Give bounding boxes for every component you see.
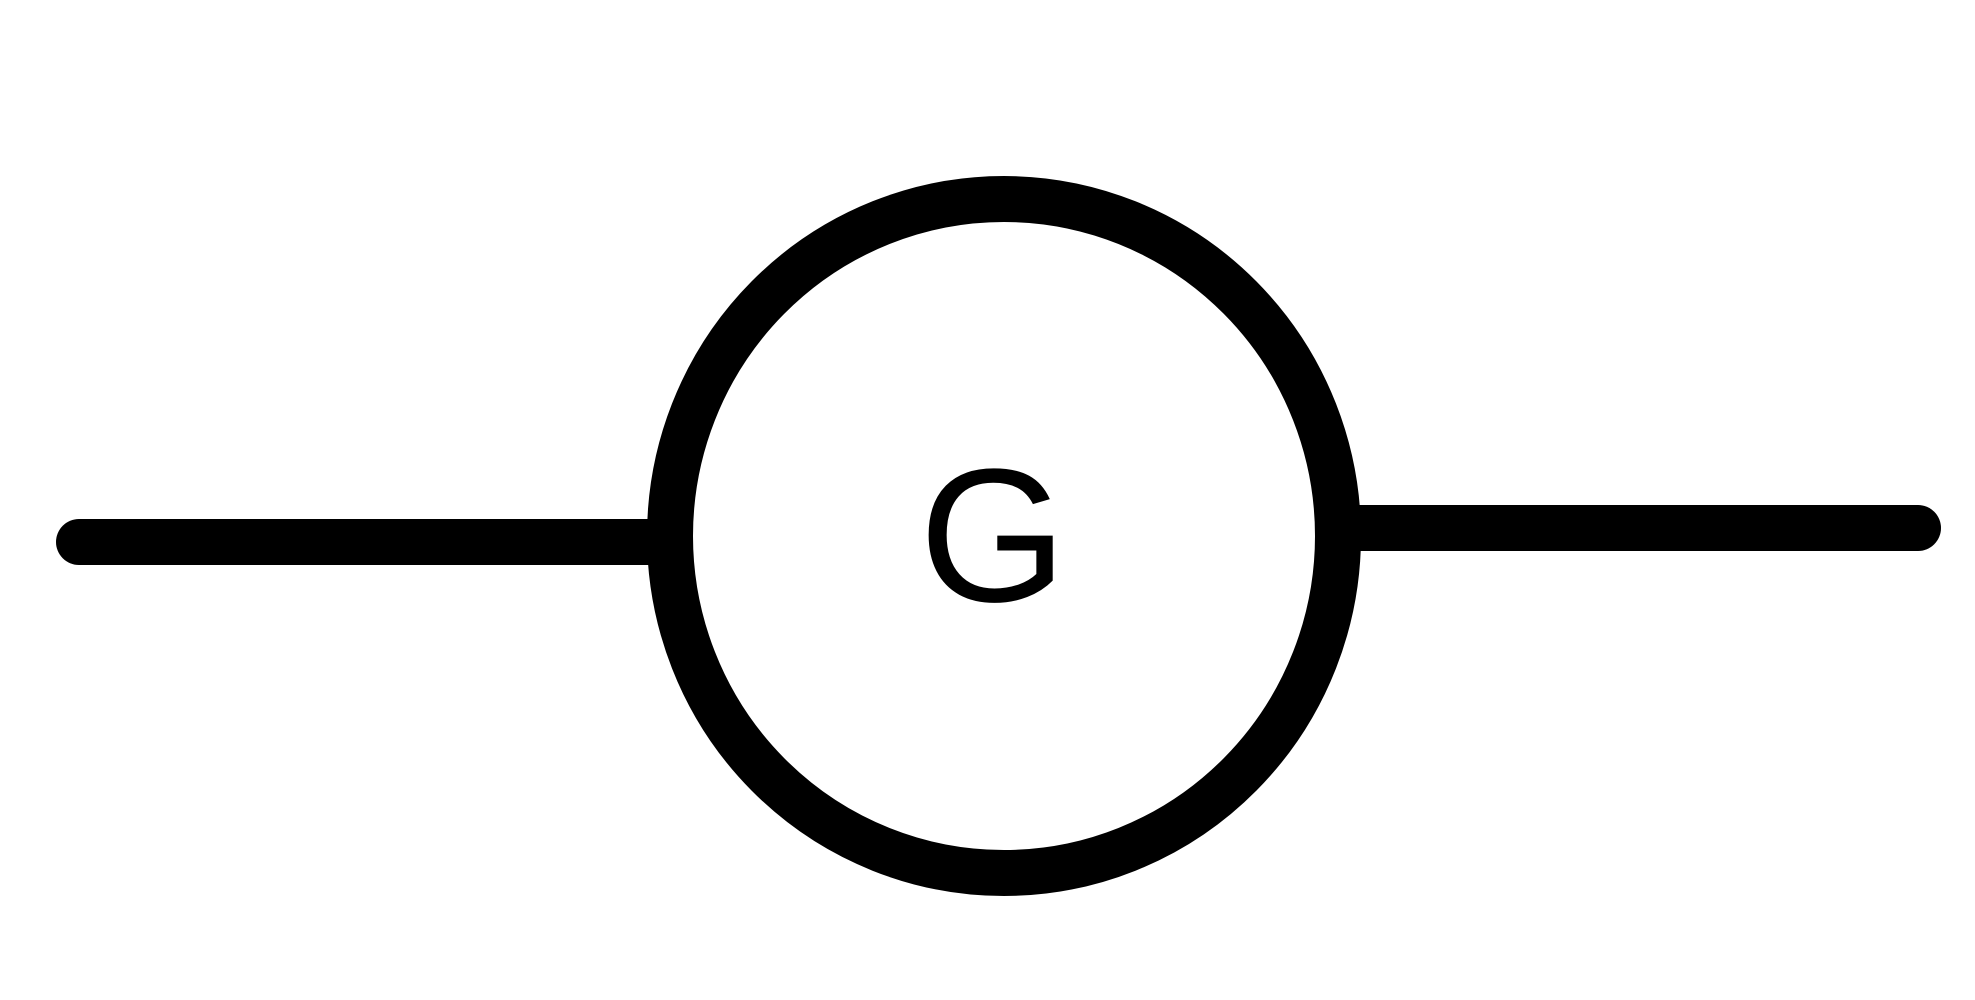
generator-symbol-label: G [919, 430, 1067, 642]
generator-symbol-circle [647, 176, 1361, 896]
